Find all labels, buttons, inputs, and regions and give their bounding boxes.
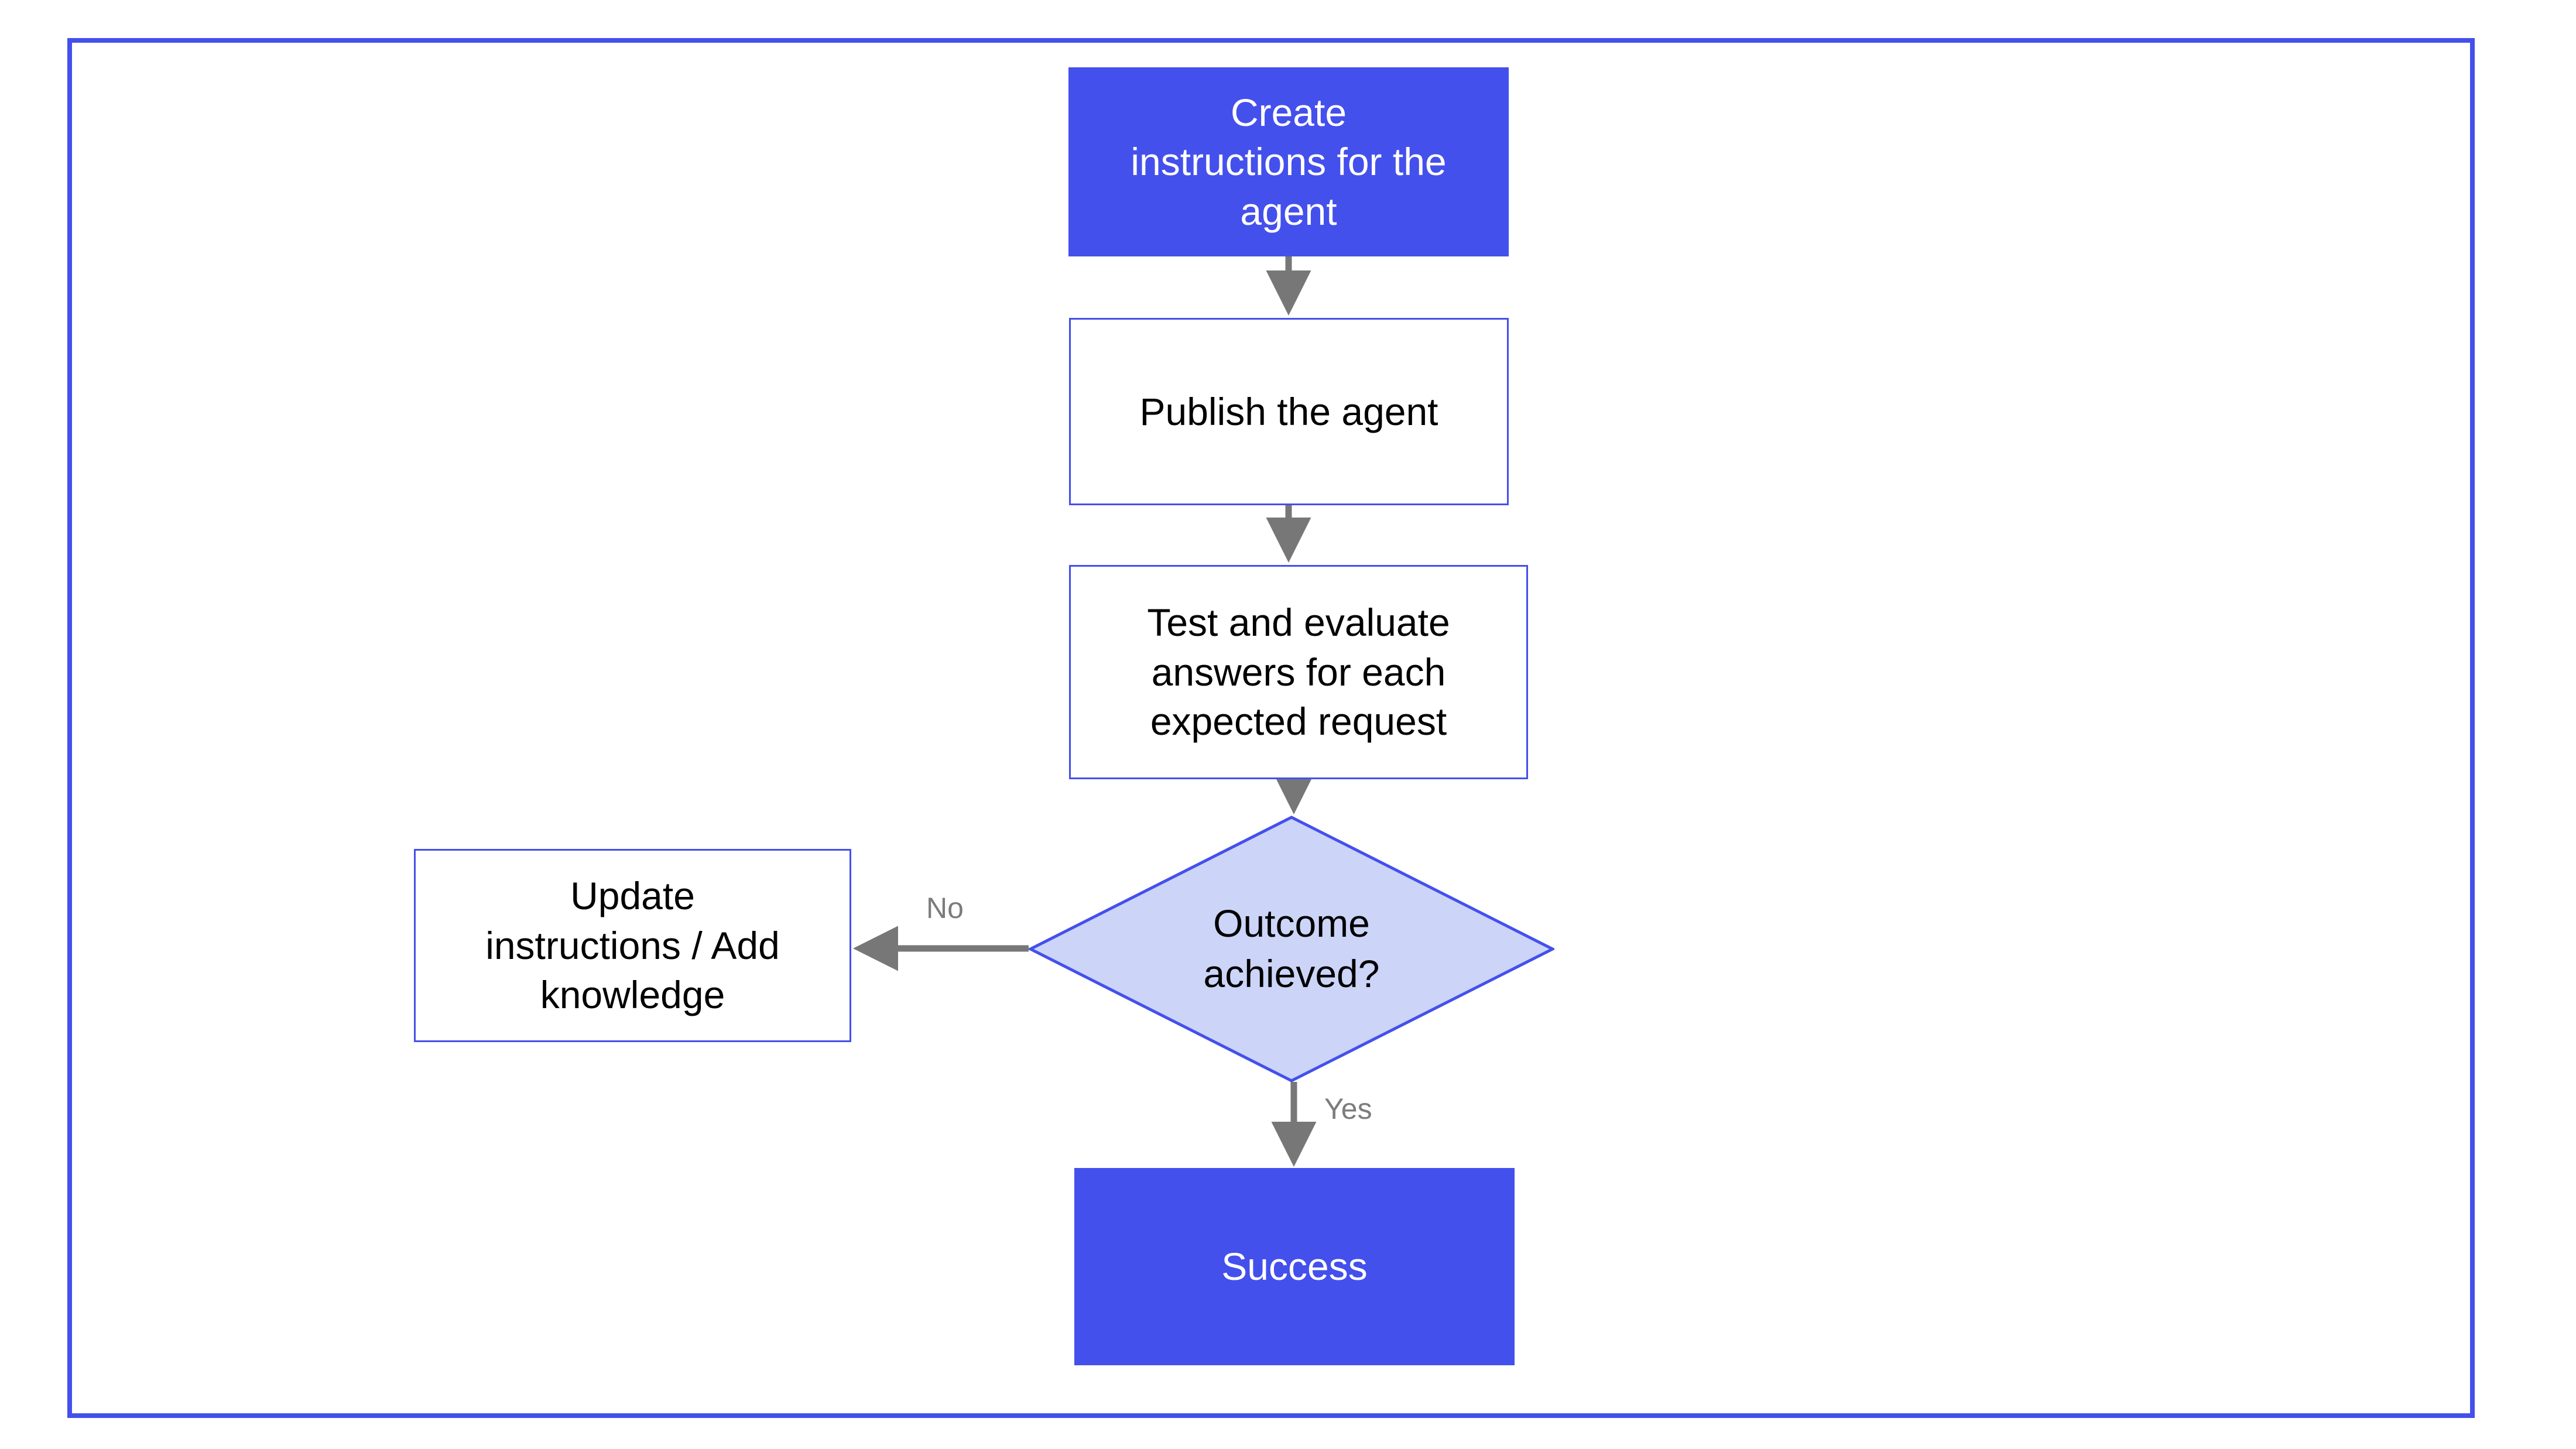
- node-test-and-evaluate[interactable]: Test and evaluate answers for each expec…: [1069, 565, 1528, 779]
- node-success-label: Success: [1221, 1245, 1368, 1289]
- node-outcome-achieved-label: Outcome achieved?: [1203, 902, 1380, 995]
- node-create-instructions-label: Create instructions for the agent: [1131, 90, 1447, 233]
- node-update-instructions[interactable]: Update instructions / Add knowledge: [414, 849, 851, 1042]
- node-success[interactable]: Success: [1074, 1168, 1515, 1365]
- edge-label-yes: Yes: [1324, 1092, 1372, 1125]
- node-publish-agent-label: Publish the agent: [1139, 389, 1438, 433]
- edge-label-no: No: [926, 892, 964, 924]
- diagram-frame-border: [67, 38, 2475, 1418]
- node-outcome-achieved-decision[interactable]: Outcome achieved?: [1029, 816, 1554, 1083]
- node-update-instructions-label: Update instructions / Add knowledge: [485, 874, 780, 1017]
- node-publish-agent[interactable]: Publish the agent: [1069, 318, 1509, 505]
- diamond-shape-icon: [1029, 816, 1554, 1083]
- node-create-instructions[interactable]: Create instructions for the agent: [1068, 67, 1509, 256]
- node-test-and-evaluate-label: Test and evaluate answers for each expec…: [1147, 601, 1450, 744]
